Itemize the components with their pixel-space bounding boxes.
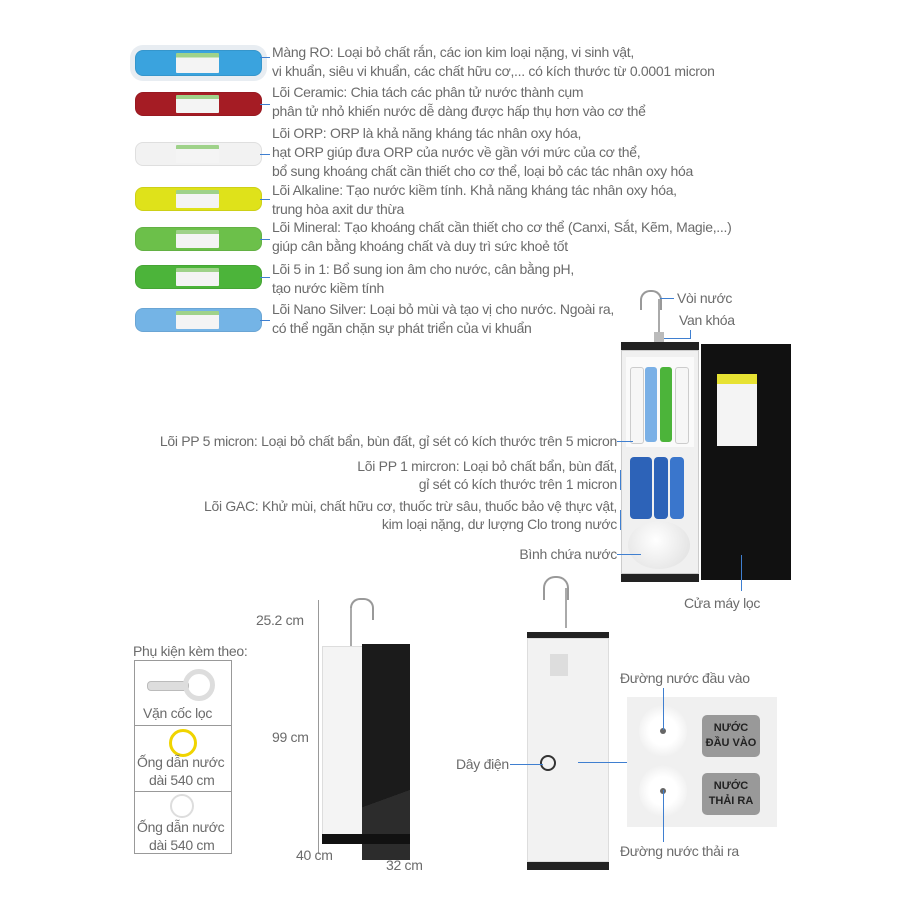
inlet-tag: NƯỚC ĐẦU VÀO [702,715,760,757]
5in1-description-line: Lõi 5 in 1: Bổ sung ion âm cho nước, cân… [272,261,574,277]
inlet-tag-line: NƯỚC [713,722,749,734]
nano-silver-description-line: Lõi Nano Silver: Loại bỏ mùi và tạo vị c… [272,301,615,317]
accessory-yellow-tube: Ống dẫn nước dài 540 cm [135,725,231,792]
outlet-label: Đường nước thải ra [620,843,739,859]
outlet-tag-line: NƯỚC [713,780,749,792]
accessory-label: dài 540 cm [149,837,215,853]
accessories-title: Phụ kiện kèm theo: [133,643,248,659]
accessory-label: Vặn cốc lọc [143,705,213,721]
power-cord-label: Dây điện [456,756,509,772]
back-machine-image [527,576,609,872]
outlet-tag: NƯỚC THẢI RA [702,773,760,815]
tank-label: Bình chứa nước [519,546,617,562]
alkaline-filter-image [135,187,262,211]
alkaline-description-line: trung hòa axit dư thừa [272,201,405,217]
ro-description-line: Màng RO: Loại bỏ chất rắn, các ion kim l… [272,44,634,60]
accessory-label: dài 540 cm [149,772,215,788]
alkaline-description-line: Lõi Alkaline: Tạo nước kiềm tính. Khả nă… [272,182,677,198]
pp1-label-1: Lõi PP 1 mircron: Loại bỏ chất bẩn, bùn … [357,458,617,474]
yellow-tube-icon [169,729,197,757]
dim-faucet-height: 25.2 cm [256,612,304,628]
orp-filter-image [135,142,262,166]
accessories-table: Vặn cốc lọc Ống dẫn nước dài 540 cm Ống … [134,660,232,854]
inlet-tag-line: ĐẦU VÀO [705,737,757,749]
connection-inset-photo: NƯỚC ĐẦU VÀO NƯỚC THẢI RA [627,697,777,827]
front-machine-image [322,598,425,860]
outlet-tag-line: THẢI RA [708,795,754,807]
dim-height: 99 cm [272,729,309,745]
inlet-label: Đường nước đầu vào [620,670,750,686]
pp1-label-2: gỉ sét có kích thước trên 1 micron [418,476,618,492]
valve-label: Van khóa [679,312,735,328]
gac-label-2: kim loại nặng, dư lượng Clo trong nước [381,516,617,532]
ceramic-description-line: phân tử nhỏ khiến nước dễ dàng được hấp … [272,103,646,119]
faucet-image [640,290,666,344]
nano-silver-description-line: có thể ngăn chặn sự phát triển của vi kh… [272,320,532,336]
ceramic-filter-image [135,92,262,116]
nano-silver-filter-image [135,308,262,332]
pp5-label: Lõi PP 5 micron: Loại bỏ chất bẩn, bùn đ… [159,433,617,449]
mineral-description-line: giúp cân bằng khoáng chất và duy trì sức… [272,238,568,254]
ceramic-description-line: Lõi Ceramic: Chia tách các phân tử nước … [272,84,584,100]
ro-description-line: vi khuẩn, siêu vi khuẩn, các chất hữu cơ… [272,63,715,79]
orp-description-line: Lõi ORP: ORP là khả năng kháng tác nhân … [272,125,582,141]
power-cord-icon [540,755,556,771]
accessory-label: Ống dẫn nước [137,819,225,835]
dim-width: 32 cm [386,857,423,873]
open-machine-image [621,342,791,582]
mineral-filter-image [135,227,262,251]
gac-label-1: Lõi GAC: Khử mùi, chất hữu cơ, thuốc trừ… [203,498,617,514]
mineral-description-line: Lõi Mineral: Tạo khoáng chất cần thiết c… [272,219,732,235]
faucet-label: Vòi nước [677,290,733,306]
accessory-white-tube: Ống dẫn nước dài 540 cm [135,791,231,853]
white-tube-icon [170,794,194,818]
5in1-description-line: tạo nước kiềm tính [272,280,384,296]
5in1-filter-image [135,265,262,289]
accessory-filter-wrench: Vặn cốc lọc [135,661,231,726]
dim-depth: 40 cm [296,847,333,863]
orp-description-line: bổ sung khoáng chất cần thiết cho cơ thể… [272,163,693,179]
accessory-label: Ống dẫn nước [137,754,225,770]
door-label: Cửa máy lọc [684,595,761,611]
ro-filter-image [135,50,262,76]
orp-description-line: hạt ORP giúp đưa ORP của nước về gần với… [272,144,641,160]
